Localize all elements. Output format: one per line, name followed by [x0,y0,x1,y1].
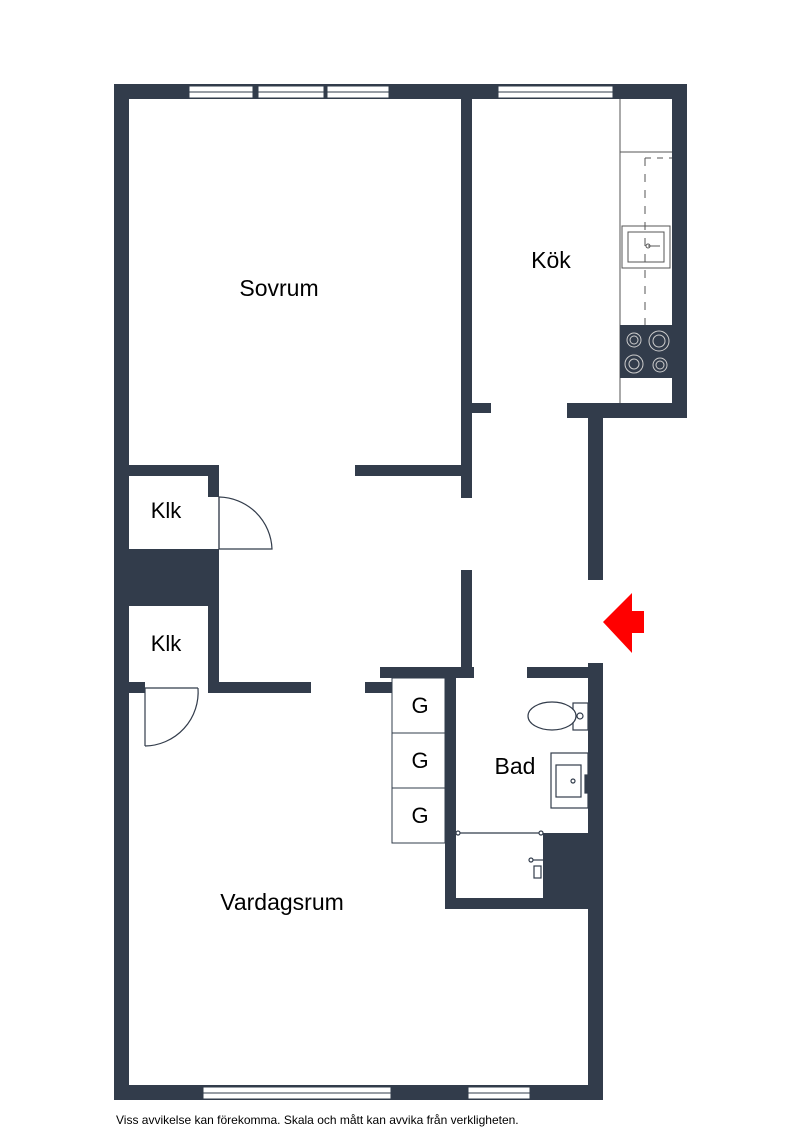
wall-closet-block-right [208,554,219,606]
wardrobe-label-2: G [411,748,428,773]
wall-bath-top-left [380,667,474,678]
wall-kitchen-right [672,84,687,418]
room-label-klk-upper: Klk [151,498,183,523]
wall-sovrum-bottom [355,465,472,476]
wall-closet-block [129,554,219,606]
wall-right-lower [588,663,603,1100]
wall-hall-middle [461,570,472,678]
wall-klk-lower-right [208,606,219,688]
room-label-kok: Kök [531,247,571,273]
room-label-vardagsrum: Vardagsrum [220,889,344,915]
wardrobe-3 [391,787,446,844]
stove-icon [620,325,672,378]
room-label-bad: Bad [495,753,536,779]
wardrobe-2 [391,732,446,789]
wall-vardagsrum-top-right [365,682,392,693]
kitchen-fixtures [619,99,672,403]
sink-icon [550,752,590,809]
entrance-opening [588,580,603,663]
wardrobe-label-3: G [411,803,428,828]
walls [114,84,687,1100]
room-label-klk-lower: Klk [151,631,183,656]
entrance-arrow-icon [603,593,644,653]
windows [188,85,614,1100]
room-labels: Sovrum Kök Klk Klk Bad Vardagsrum G G G [151,247,572,915]
wardrobes [391,677,446,844]
wall-klk-upper-bottom [129,549,219,554]
wall-left [114,84,129,1100]
wall-kitchen-bottom [567,403,687,418]
shower-icon [528,857,543,879]
wall-hall-right-upper [588,403,603,580]
wall-sovrum-kok [461,99,472,498]
doors [144,496,273,747]
wall-bath-left [445,667,456,909]
wall-vardagsrum-top-mid [208,682,311,693]
wall-vardagsrum-top-left [129,682,145,693]
wall-kitchen-bottom-left [461,403,491,413]
toilet-icon [527,701,589,731]
wall-sovrum-bottom-left [129,465,219,476]
bath-fixtures [455,701,590,879]
wardrobe-label-1: G [411,693,428,718]
wall-klk-upper-right [208,465,219,497]
disclaimer-text: Viss avvikelse kan förekomma. Skala och … [116,1113,519,1127]
wardrobe-1 [391,677,446,734]
wall-bath-top-right [527,667,603,678]
room-label-sovrum: Sovrum [239,275,318,301]
wall-bath-bottom [445,898,603,909]
sink-icon [621,225,671,269]
